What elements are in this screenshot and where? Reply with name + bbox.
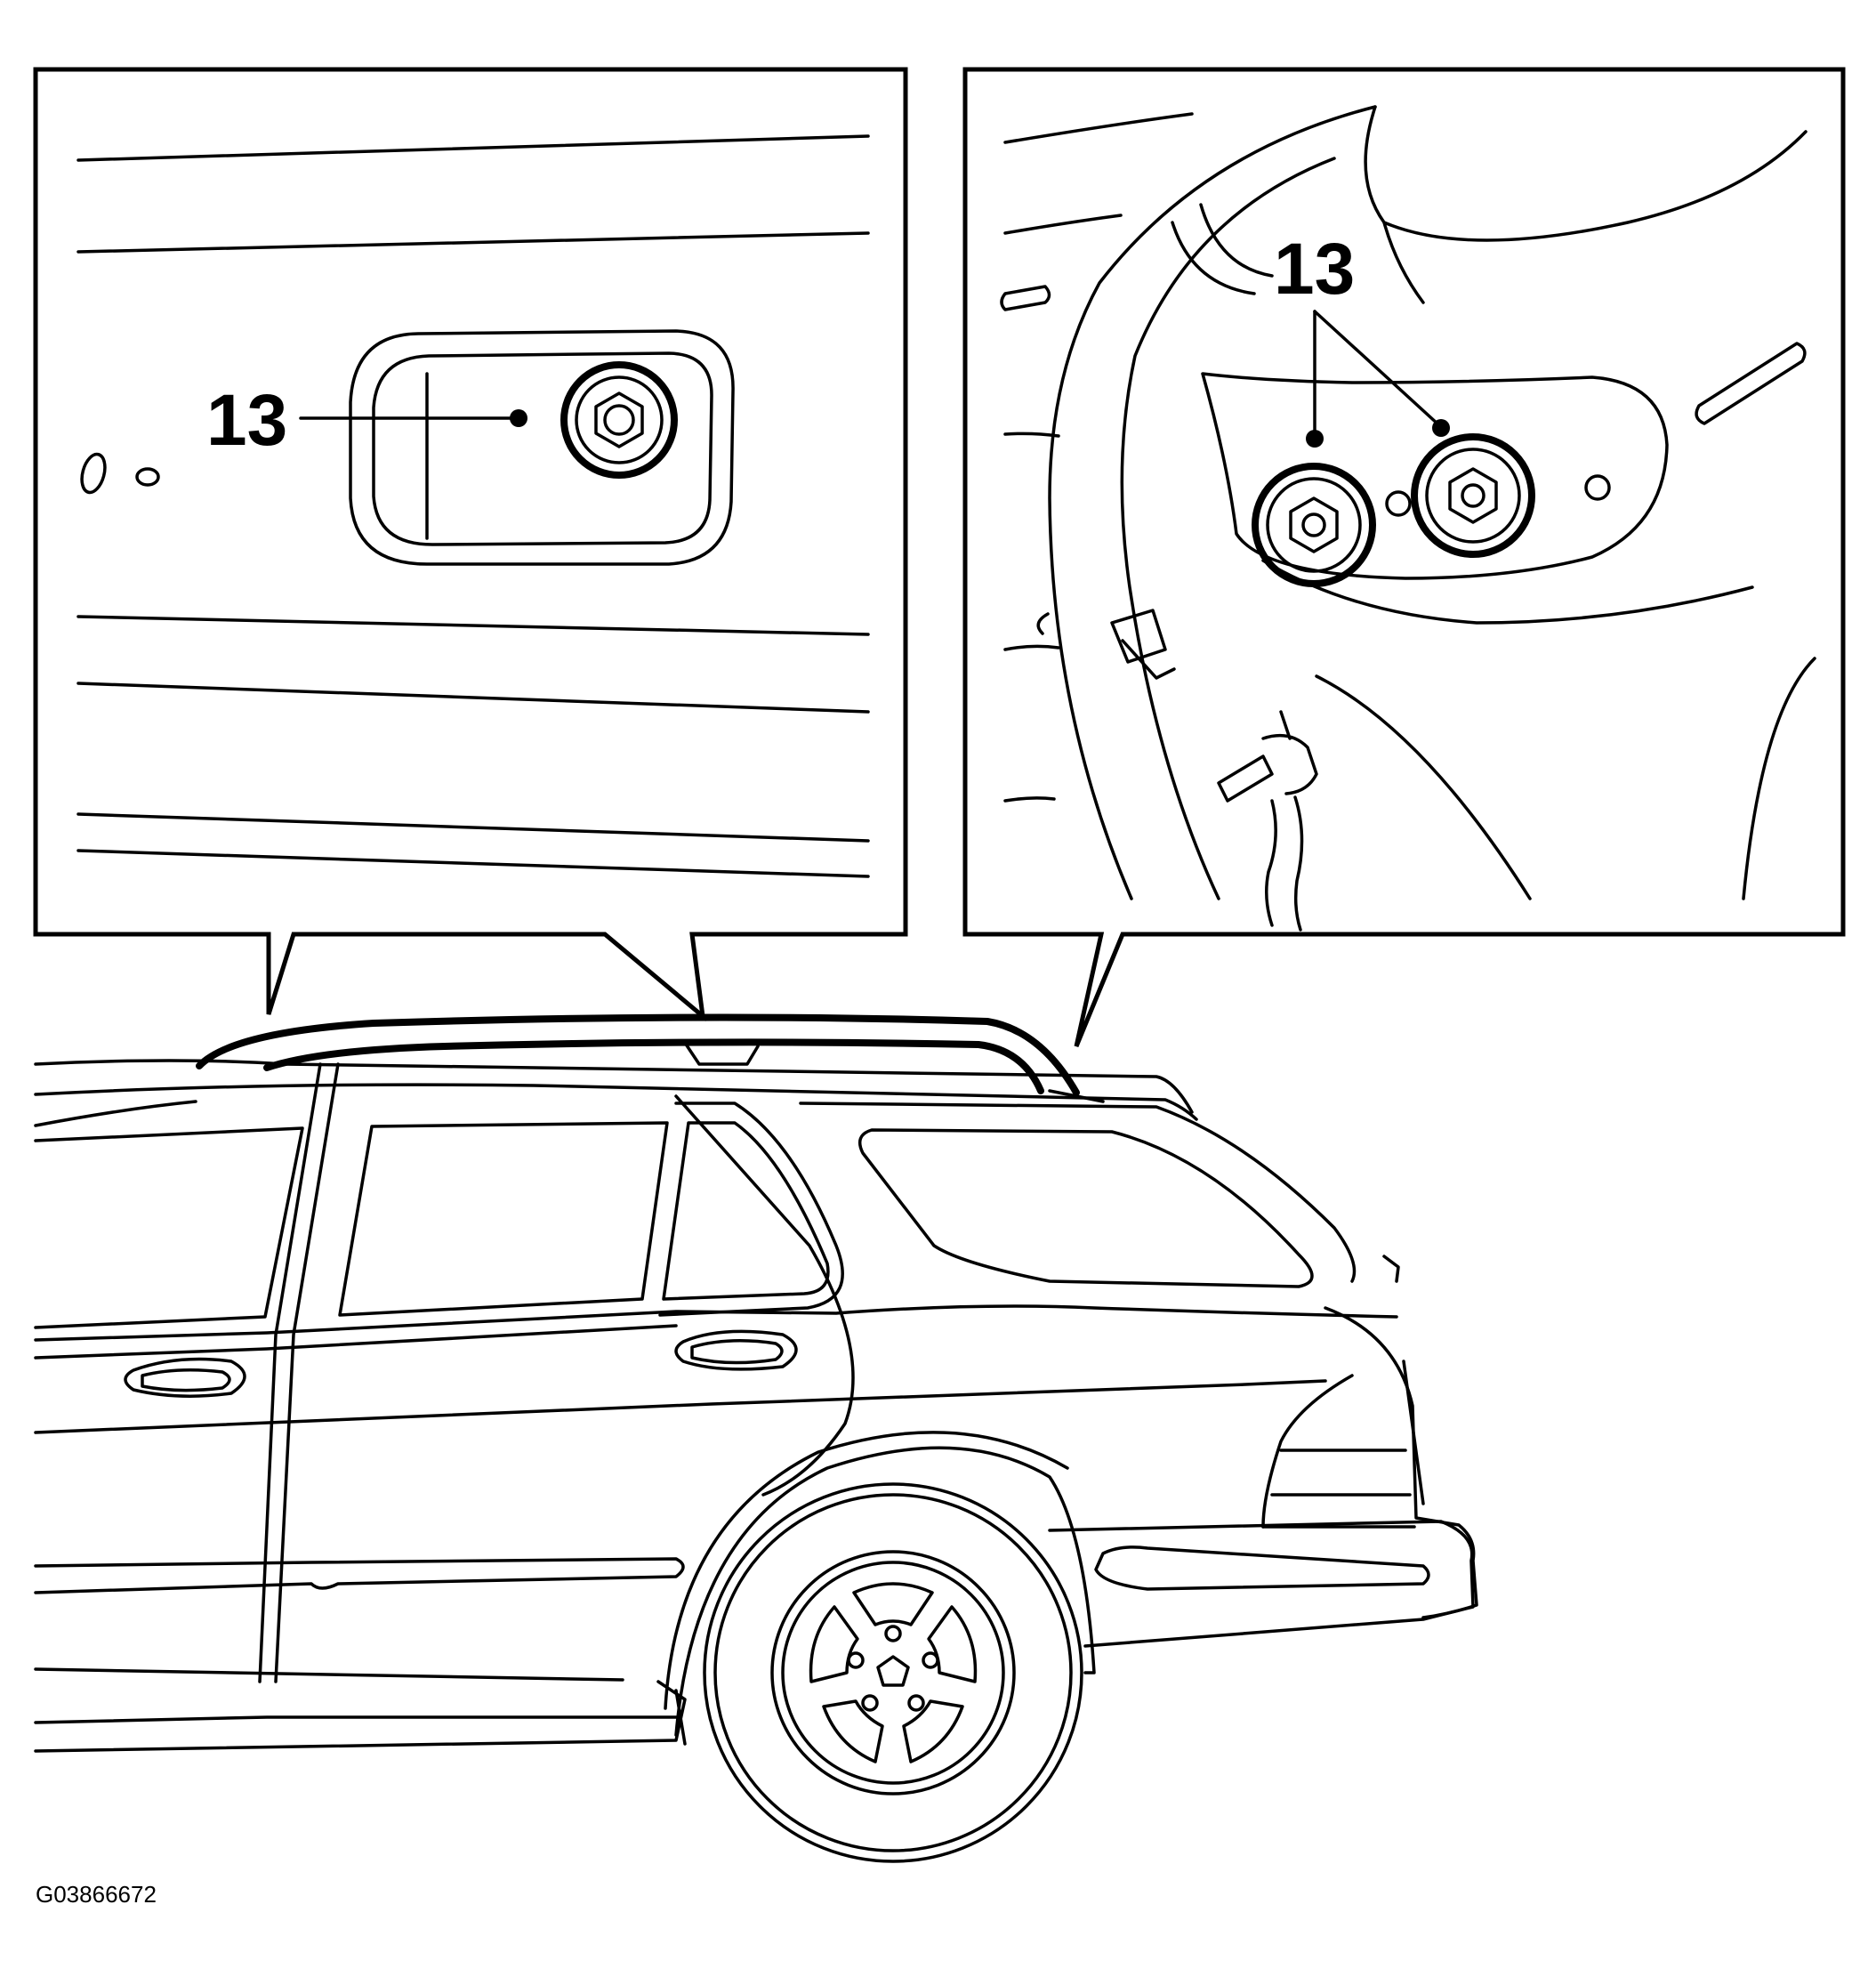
tire-outer [703,1482,1083,1863]
rear-door-window [338,1121,669,1317]
leader-dot [510,409,527,427]
wire-connector [1217,710,1318,932]
callout-label-right: 13 [1274,229,1355,310]
lug-holes [847,1625,939,1712]
body-panel-lines [1003,112,1194,803]
leader-lines [1313,310,1441,438]
hub [876,1655,910,1687]
locating-hole-2 [1584,474,1611,501]
fastening-nut-2 [1411,433,1535,558]
right-detail-panel: 13 [962,67,1846,1047]
rear-wheel [703,1482,1083,1863]
wheel-arch-contour [1048,105,1808,900]
slot-cutouts [1000,285,1807,425]
fastening-nut-1 [1252,463,1376,587]
small-holes [80,452,160,495]
quarter-window [662,1121,830,1301]
wheel-arch [674,1446,1096,1737]
station-wagon-body [34,1013,1478,1753]
rim-inner [781,1561,1005,1785]
left-detail-panel: 13 [33,67,908,1022]
locating-hole [1385,490,1412,517]
roof-rail-lower [263,1038,1044,1094]
rim-spokes-cutouts [809,1582,978,1763]
leader-dot-1 [1306,430,1324,448]
leader-dot-2 [1432,419,1450,437]
figure-id: G03866672 [36,1881,157,1908]
fastening-nut [560,361,678,479]
roof-rail-opening [349,329,735,566]
rear-side-glass [857,1128,1314,1288]
roof-rail [196,1013,1080,1096]
callout-label-left: 13 [206,380,287,461]
roof-panel-lines [76,134,870,878]
mounting-bracket [1036,609,1176,680]
door-handles [124,1329,798,1398]
rim-outer [770,1550,1016,1796]
front-door-window [34,1126,304,1329]
rear-bumper [1048,1520,1475,1648]
right-panel-frame [962,67,1846,1047]
tire-inner [713,1493,1073,1852]
